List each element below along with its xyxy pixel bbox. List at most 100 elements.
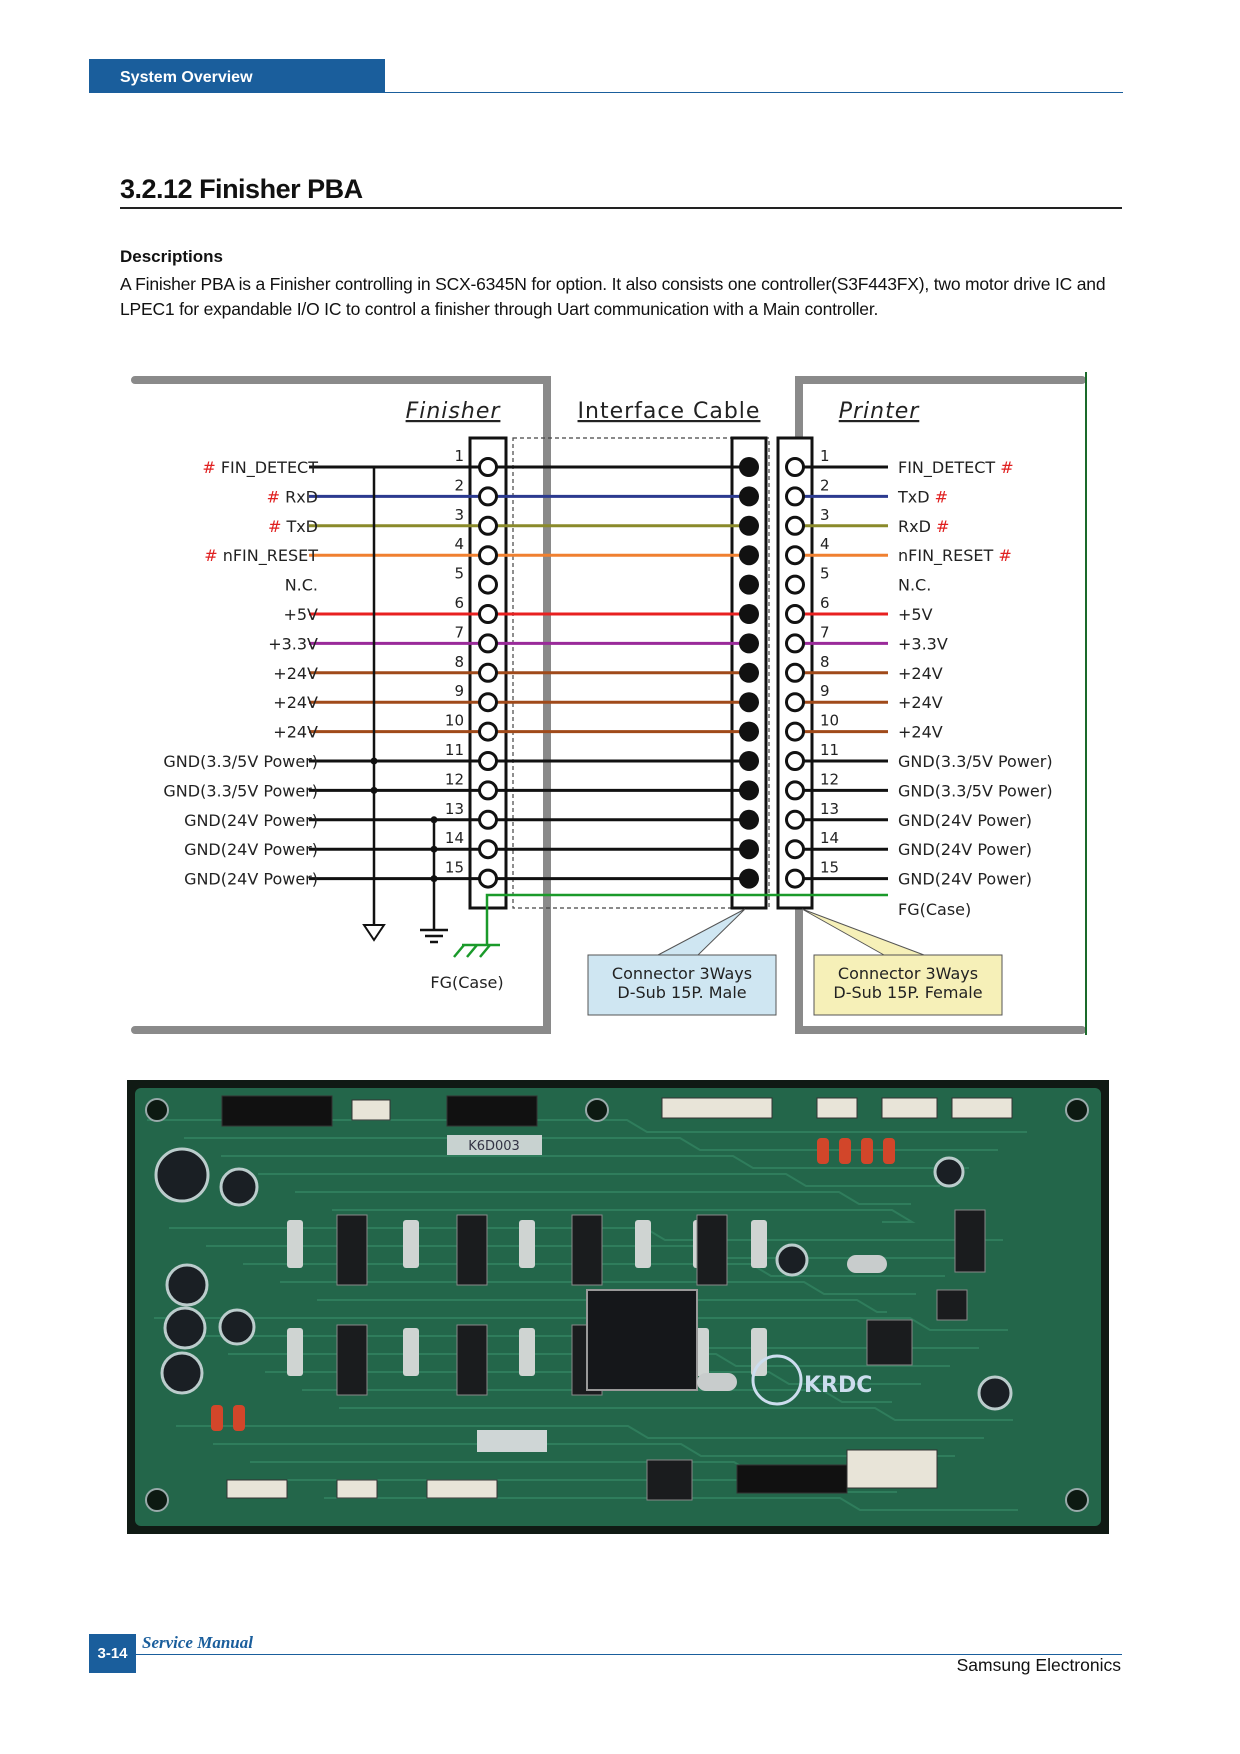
hash-mark: # — [930, 487, 949, 506]
signal-name: +24V — [898, 693, 943, 712]
mounting-hole — [1065, 1488, 1089, 1512]
signal-label-left-14: GND(24V Power) — [184, 840, 318, 859]
pcb-ic-chip — [571, 1214, 603, 1286]
pin-number-printer-5: 5 — [820, 565, 830, 583]
pin-number-finisher-4: 4 — [454, 535, 464, 553]
pcb-trace — [332, 1209, 916, 1223]
pcb-trace — [221, 1155, 969, 1169]
pcb-trace — [213, 1443, 955, 1457]
signal-name: +24V — [898, 723, 943, 742]
junction-dot — [430, 816, 438, 824]
pcb-resistor — [519, 1220, 535, 1268]
junction-dot — [370, 786, 378, 794]
pcb-connector — [226, 1479, 288, 1499]
pcb-ic-chip — [646, 1459, 693, 1501]
pin-number-finisher-15: 15 — [445, 859, 464, 877]
pin-male-8 — [739, 662, 759, 683]
signal-label-left-12: GND(3.3/5V Power) — [163, 781, 318, 800]
signal-name: N.C. — [285, 576, 318, 595]
pcb-ic-chip — [456, 1214, 488, 1286]
callout-male-text: D-Sub 15P. Male — [617, 983, 746, 1002]
crystal — [847, 1255, 887, 1273]
signal-label-right-9: +24V — [898, 693, 943, 712]
header-rule — [385, 92, 1123, 93]
signal-name: GND(3.3/5V Power) — [163, 752, 318, 771]
pin-female-3 — [785, 515, 805, 536]
fg-case-label-left: FG(Case) — [430, 973, 503, 992]
pin-finisher-15 — [478, 868, 498, 889]
pcb-trace — [243, 1263, 945, 1277]
signal-name: +24V — [273, 693, 318, 712]
red-component — [233, 1405, 245, 1431]
pcb-resistor — [751, 1328, 767, 1376]
ground-symbol-logic — [362, 924, 386, 942]
pin-male-6 — [739, 604, 759, 624]
pcb-trace — [339, 1407, 1013, 1421]
signal-label-right-4: nFIN_RESET # — [898, 546, 1012, 566]
main-controller-chip — [586, 1289, 698, 1391]
pin-finisher-1 — [478, 457, 498, 477]
hash-mark: # — [931, 517, 950, 536]
pin-finisher-7 — [478, 633, 498, 654]
crystal — [697, 1373, 737, 1391]
pin-male-5 — [739, 574, 759, 595]
pcb-ic-chip — [866, 1319, 913, 1366]
hash-mark: # — [267, 487, 286, 506]
company-name: Samsung Electronics — [956, 1655, 1121, 1675]
pin-number-finisher-13: 13 — [445, 800, 464, 818]
signal-label-right-7: +3.3V — [898, 634, 948, 653]
pin-finisher-4 — [478, 545, 498, 566]
pin-female-15 — [785, 868, 805, 889]
ground-group — [362, 467, 888, 958]
red-component — [861, 1138, 873, 1164]
electrolytic-capacitor — [977, 1375, 1013, 1411]
signal-label-left-5: N.C. — [285, 576, 318, 595]
pcb-connector — [881, 1097, 938, 1119]
electrolytic-capacitor — [154, 1147, 210, 1203]
printer-heading: Printer — [839, 399, 921, 424]
pin-number-printer-6: 6 — [820, 594, 830, 612]
hash-mark: # — [995, 458, 1014, 477]
descriptions-text: A Finisher PBA is a Finisher controlling… — [120, 274, 1106, 319]
pin-number-finisher-8: 8 — [454, 653, 464, 671]
pin-number-printer-13: 13 — [820, 800, 839, 818]
pin-number-finisher-14: 14 — [445, 829, 464, 847]
signal-name: N.C. — [898, 576, 931, 595]
signal-name: TxD — [897, 487, 930, 506]
pin-number-printer-7: 7 — [820, 623, 830, 641]
chassis-ground-symbol — [479, 944, 491, 958]
pin-male-12 — [739, 780, 759, 801]
signal-label-right-5: N.C. — [898, 576, 931, 595]
pin-number-printer-3: 3 — [820, 506, 830, 524]
signal-name: GND(24V Power) — [898, 870, 1032, 889]
signal-label-right-2: TxD # — [897, 487, 948, 506]
pin-number-printer-11: 11 — [820, 741, 839, 759]
pcb-resistor — [287, 1220, 303, 1268]
signal-label-right-15: GND(24V Power) — [898, 870, 1032, 889]
mounting-hole — [145, 1488, 169, 1512]
red-component — [211, 1405, 223, 1431]
fg-case-wire — [485, 893, 888, 945]
pin-finisher-12 — [478, 780, 498, 801]
red-component — [817, 1138, 829, 1164]
pin-female-14 — [785, 839, 805, 860]
pin-female-7 — [785, 633, 805, 654]
pin-finisher-9 — [478, 692, 498, 713]
pin-female-1 — [785, 457, 805, 477]
pin-number-finisher-11: 11 — [445, 741, 464, 759]
signal-name: FIN_DETECT — [898, 458, 995, 478]
pin-number-printer-14: 14 — [820, 829, 839, 847]
pin-number-finisher-10: 10 — [445, 712, 464, 730]
pin-number-printer-4: 4 — [820, 535, 830, 553]
signal-name: +5V — [283, 605, 318, 624]
pcb-trace — [265, 1371, 921, 1385]
title-rule — [120, 207, 1122, 209]
signal-label-left-13: GND(24V Power) — [184, 811, 318, 830]
red-component — [883, 1138, 895, 1164]
pcb-resistor — [519, 1328, 535, 1376]
electrolytic-capacitor — [165, 1263, 209, 1307]
pin-finisher-14 — [478, 839, 498, 860]
pcb-connector — [951, 1097, 1013, 1119]
signal-label-right-3: RxD # — [898, 517, 949, 536]
